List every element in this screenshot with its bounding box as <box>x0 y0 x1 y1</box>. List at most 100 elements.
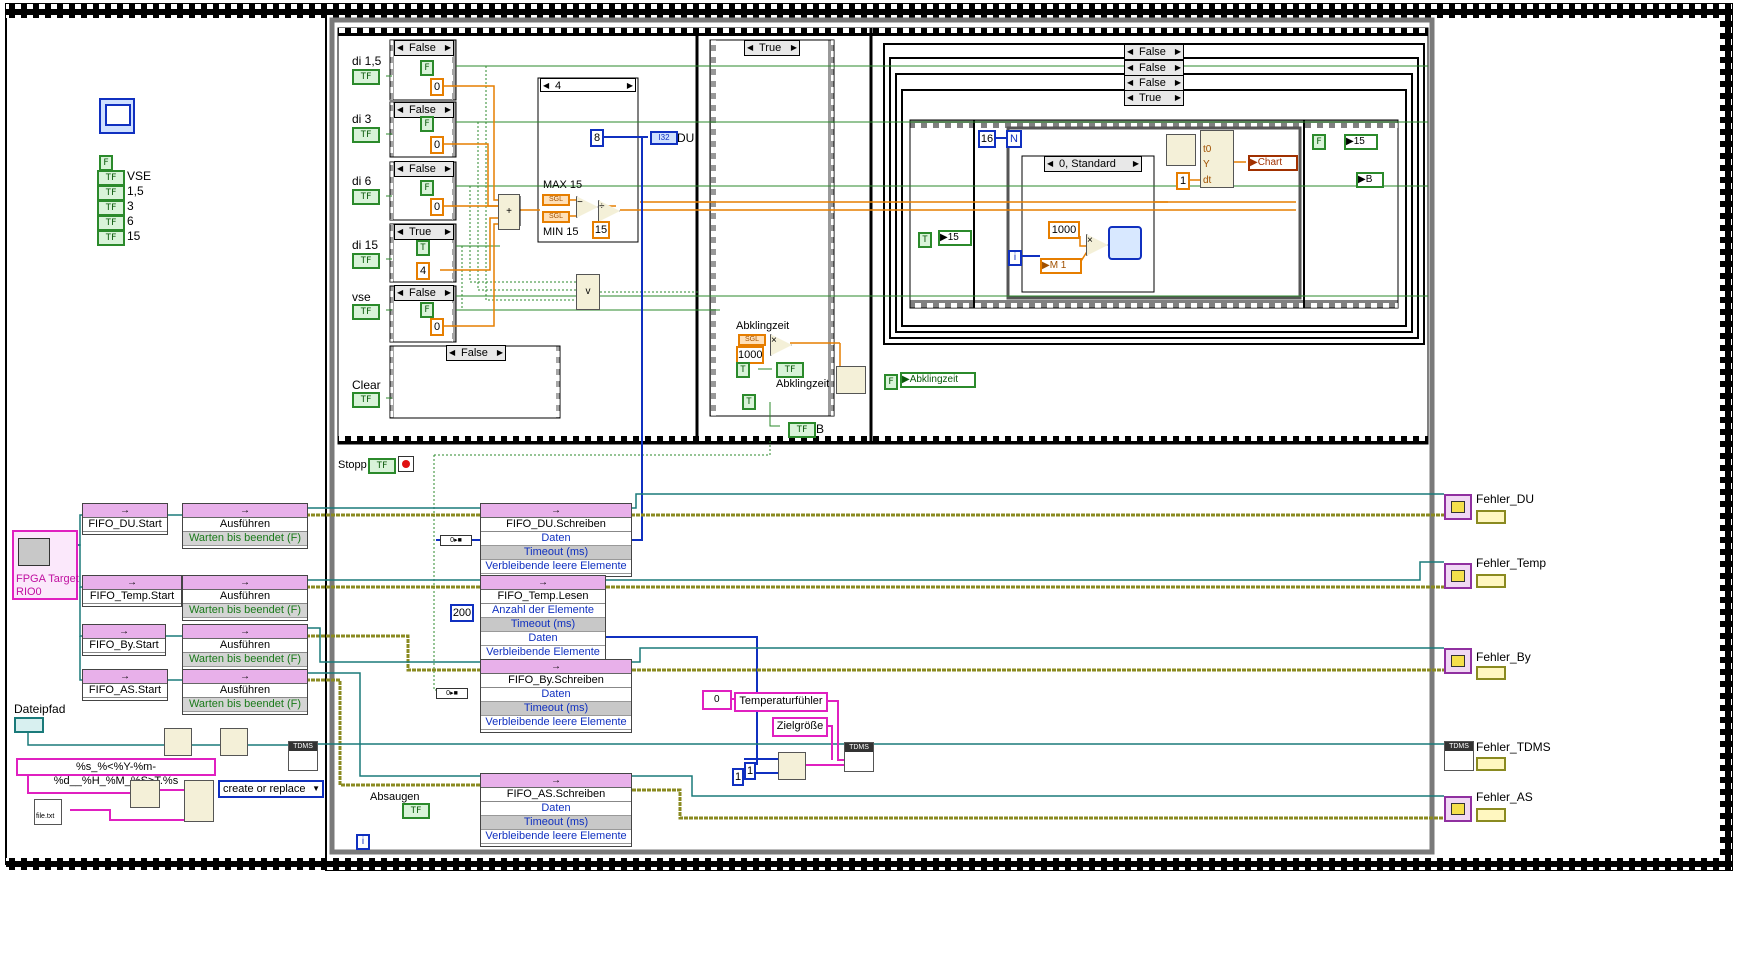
invoke-ausfuehren-as[interactable]: → Ausführen Warten bis beendet (F) <box>182 669 308 715</box>
bool-const[interactable]: F <box>420 60 434 76</box>
num-1-const-b[interactable]: 1 <box>732 768 744 786</box>
format-string-const[interactable]: %s_%<%Y-%m-%d__%H_%M_%S>T.%s <box>16 758 216 787</box>
bool-const[interactable]: F <box>420 116 434 132</box>
abklingzeit-bool[interactable]: TF <box>776 362 804 378</box>
temperaturfuehler-const[interactable]: Temperaturfühler <box>734 692 828 712</box>
close-fifo-temp-icon[interactable] <box>1444 563 1472 589</box>
case-selector[interactable]: False <box>446 345 506 361</box>
num-1000-const[interactable]: 1000 <box>736 346 764 364</box>
di-1-5-control[interactable]: TF <box>352 69 380 85</box>
b-local-true[interactable]: T <box>918 232 932 248</box>
open-mode-enum[interactable]: create or replace ▼ <box>218 780 324 798</box>
get-date-time-icon[interactable] <box>130 780 160 808</box>
num-const[interactable]: 0 <box>430 78 444 96</box>
bool-const[interactable]: T <box>742 394 756 410</box>
local-15-ref-right[interactable]: ▶15 <box>1344 134 1378 150</box>
case-selector-right[interactable]: False <box>1124 44 1184 60</box>
local-b-ref[interactable]: ▶B <box>1356 172 1384 188</box>
invoke-ausfuehren-temp[interactable]: → Ausführen Warten bis beendet (F) <box>182 575 308 621</box>
local-arrow-icon: ▶ <box>1358 174 1366 185</box>
bool-const[interactable]: F <box>1312 134 1326 150</box>
format-date-time-icon[interactable] <box>184 780 214 822</box>
num-1000-const-right[interactable]: 1000 <box>1048 221 1080 239</box>
close-fifo-as-icon[interactable] <box>1444 796 1472 822</box>
case-selector[interactable]: True <box>394 224 454 240</box>
m1-local[interactable]: ▶M 1 <box>1040 258 1082 274</box>
get-time-icon[interactable] <box>1166 134 1196 166</box>
num-const[interactable]: 4 <box>416 262 430 280</box>
di-3-control[interactable]: TF <box>352 127 380 143</box>
case-selector[interactable]: False <box>394 40 454 56</box>
abklingzeit-local[interactable]: ▶Abklingzeit <box>900 372 976 388</box>
num-const[interactable]: 0 <box>430 136 444 154</box>
stopp-control[interactable]: TF <box>368 458 396 474</box>
wait-ms-icon[interactable] <box>1108 226 1142 260</box>
bool-const[interactable]: T <box>736 362 750 378</box>
bool-to-array-icon[interactable]: 0▸■ <box>440 535 472 546</box>
absaugen-control[interactable]: TF <box>402 803 430 819</box>
sgl-abkling[interactable]: SGL <box>738 334 766 346</box>
fifo-as-write[interactable]: → FIFO_AS.Schreiben Daten Timeout (ms) V… <box>480 773 632 847</box>
num-200-const[interactable]: 200 <box>450 604 474 622</box>
compound-add-icon[interactable]: + <box>498 194 520 230</box>
zielgroesse-const[interactable]: Zielgröße <box>772 717 828 737</box>
stop-terminal-icon[interactable] <box>398 456 414 472</box>
fifo-start-by[interactable]: → FIFO_By.Start <box>82 624 166 656</box>
case-selector-right[interactable]: False <box>1124 75 1184 91</box>
strip-path-icon[interactable] <box>220 728 248 756</box>
case-selector-right[interactable]: True <box>1124 90 1184 106</box>
bool-const[interactable]: F <box>884 374 898 390</box>
bool-const-f[interactable]: F <box>99 155 113 171</box>
num-1-const-a[interactable]: 1 <box>744 762 756 780</box>
sgl-input-2[interactable]: SGL <box>542 211 570 223</box>
bool-const[interactable]: F <box>420 302 434 318</box>
clear-control[interactable]: TF <box>352 392 380 408</box>
wait-timer-icon[interactable] <box>836 366 866 394</box>
method-arrow-icon: → <box>183 625 307 639</box>
reshape-array-icon[interactable] <box>778 752 806 780</box>
num-16-const[interactable]: 16 <box>978 130 996 148</box>
di-15-control[interactable]: TF <box>352 253 380 269</box>
compound-or-icon[interactable]: v <box>576 274 600 310</box>
case-selector-standard[interactable]: 0, Standard <box>1044 156 1142 172</box>
file-txt-icon[interactable]: file.txt <box>34 799 62 825</box>
tdms-write-icon[interactable]: TDMS <box>844 742 874 772</box>
num-const[interactable]: 0 <box>430 318 444 336</box>
tdms-open-icon[interactable]: TDMS <box>288 741 318 771</box>
channel-array-const[interactable]: 0 <box>702 690 732 710</box>
dateipfad-control[interactable] <box>14 717 44 733</box>
num-const[interactable]: 0 <box>430 198 444 216</box>
invoke-ausfuehren-du[interactable]: → Ausführen Warten bis beendet (F) <box>182 503 308 549</box>
close-fifo-by-icon[interactable] <box>1444 648 1472 674</box>
tdms-close-icon[interactable]: TDMS <box>1444 741 1474 771</box>
case-selector-inner[interactable]: 4 <box>540 78 636 93</box>
chart-local[interactable]: ▶Chart <box>1248 155 1298 171</box>
fifo-start-as[interactable]: → FIFO_AS.Start <box>82 669 168 701</box>
num-15-const[interactable]: 15 <box>592 221 610 239</box>
fpga-target-control[interactable]: FPGA Target RIO0 <box>12 530 79 600</box>
fpga-target-reference[interactable] <box>99 98 135 134</box>
bool-to-array-icon[interactable]: 0▸■ <box>436 688 468 699</box>
fifo-by-write[interactable]: → FIFO_By.Schreiben Daten Timeout (ms) V… <box>480 659 632 733</box>
invoke-ausfuehren-by[interactable]: → Ausführen Warten bis beendet (F) <box>182 624 308 670</box>
case-selector-true[interactable]: True <box>744 40 800 56</box>
bool-const[interactable]: T <box>416 240 430 256</box>
num-8-const[interactable]: 8 <box>590 129 604 147</box>
case-selector[interactable]: False <box>394 285 454 301</box>
fifo-du-write[interactable]: → FIFO_DU.Schreiben Daten Timeout (ms) V… <box>480 503 632 577</box>
bool-const[interactable]: F <box>420 180 434 196</box>
fifo-start-temp[interactable]: → FIFO_Temp.Start <box>82 575 182 607</box>
num-1-const[interactable]: 1 <box>1176 172 1190 190</box>
method-arrow-icon: → <box>183 576 307 590</box>
build-waveform-node[interactable]: t0 Y dt <box>1200 130 1234 188</box>
close-fifo-du-icon[interactable] <box>1444 494 1472 520</box>
local-15-ref[interactable]: ▶15 <box>938 230 972 246</box>
di-6-control[interactable]: TF <box>352 189 380 205</box>
build-path-icon[interactable] <box>164 728 192 756</box>
fifo-start-du[interactable]: → FIFO_DU.Start <box>82 503 168 535</box>
vse-control[interactable]: TF <box>352 304 380 320</box>
sgl-input-1[interactable]: SGL <box>542 194 570 206</box>
fifo-temp-read[interactable]: → FIFO_Temp.Lesen Anzahl der Elemente Ti… <box>480 575 606 661</box>
case-selector[interactable]: False <box>394 161 454 177</box>
case-selector-right[interactable]: False <box>1124 60 1184 76</box>
